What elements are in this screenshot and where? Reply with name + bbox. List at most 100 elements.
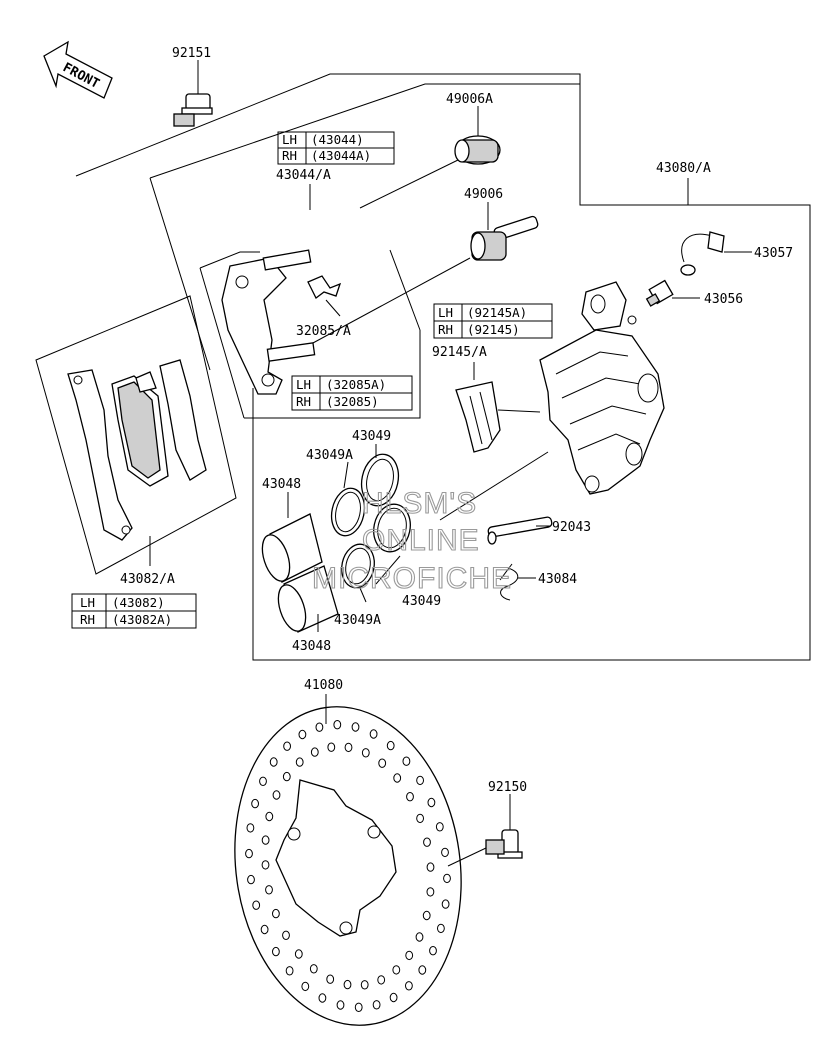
watermark-line2: ONLINE <box>362 524 480 557</box>
label-43049-bot: 43049 <box>402 594 441 609</box>
watermark-line3: MICROFICHE <box>312 562 512 595</box>
disc-vent-hole <box>252 900 261 910</box>
table-43044: LH (43044) RH (43044A) <box>277 131 395 165</box>
table-32085-rh-label: RH <box>296 394 311 409</box>
table-32085-rh-value: (32085) <box>326 394 379 409</box>
label-92145A: 92145/A <box>432 345 487 360</box>
disc-vent-hole <box>351 722 360 732</box>
disc-vent-hole <box>369 729 378 739</box>
disc-vent-hole <box>422 910 431 921</box>
table-43044-rh-value: (43044A) <box>311 148 371 163</box>
disc-vent-hole <box>426 887 435 897</box>
label-49006A: 49006A <box>446 92 493 107</box>
disc-vent-hole <box>377 975 386 985</box>
label-43048-top: 43048 <box>262 477 301 492</box>
disc-vent-hole <box>310 747 319 757</box>
clip-43084-icon <box>499 563 536 601</box>
table-92145-lh-value: (92145A) <box>467 305 527 320</box>
caliper-body-icon <box>539 281 665 495</box>
disc-vent-hole <box>265 885 273 895</box>
disc-vent-hole <box>282 930 290 940</box>
brake-disc-icon <box>234 706 462 1026</box>
disc-vent-hole <box>298 729 307 740</box>
label-43080A: 43080/A <box>656 161 711 176</box>
table-43082-rh-value: (43082A) <box>112 612 172 627</box>
table-43044-lh-value: (43044) <box>311 132 364 147</box>
disc-vent-hole <box>309 964 318 974</box>
disc-vent-hole <box>344 742 353 753</box>
label-43049-top: 43049 <box>352 429 391 444</box>
disc-vent-hole <box>283 741 292 751</box>
disc-vent-hole <box>435 822 444 832</box>
disc-vent-hole <box>259 776 267 786</box>
bolt-92150-icon <box>447 794 523 867</box>
disc-vent-hole <box>282 771 291 782</box>
assembly-outlines <box>35 73 811 661</box>
disc-vent-hole <box>360 980 369 990</box>
table-32085: LH (32085A) RH (32085) <box>291 375 413 411</box>
caliper-bracket-icon <box>221 249 316 395</box>
table-43082-lh-value: (43082) <box>112 595 165 610</box>
disc-vent-hole <box>285 966 294 976</box>
disc-vent-hole <box>301 981 310 992</box>
label-43044A: 43044/A <box>276 168 331 183</box>
table-43082-rh-label: RH <box>80 612 95 627</box>
table-92145: LH (92145A) RH (92145) <box>433 303 553 339</box>
disc-vent-hole <box>315 722 324 732</box>
fitting-43057-icon <box>680 231 752 276</box>
disc-vent-hole <box>416 813 425 824</box>
disc-vent-hole <box>418 965 427 975</box>
disc-vent-hole <box>261 860 270 870</box>
table-32085-lh-label: LH <box>296 377 311 392</box>
disc-vent-hole <box>426 862 435 872</box>
disc-vent-hole <box>441 847 449 858</box>
disc-vent-hole <box>402 756 411 766</box>
spring-32085-icon <box>307 275 342 317</box>
disc-vent-hole <box>392 965 401 975</box>
disc-vent-hole <box>361 748 370 758</box>
disc-vent-hole <box>260 924 269 935</box>
bleeder-43056-icon <box>645 279 700 307</box>
table-92145-rh-label: RH <box>438 322 453 337</box>
disc-vent-hole <box>437 923 445 934</box>
label-92043: 92043 <box>552 520 591 535</box>
table-43082-lh-label: LH <box>80 595 95 610</box>
disc-vent-hole <box>415 932 424 942</box>
label-92150: 92150 <box>488 780 527 795</box>
disc-vent-hole <box>245 848 253 859</box>
table-43044-rh-label: RH <box>282 148 297 163</box>
table-43082: LH (43082) RH (43082A) <box>71 593 197 629</box>
disc-vent-hole <box>343 979 352 990</box>
label-43056: 43056 <box>704 292 743 307</box>
label-41080: 41080 <box>304 678 343 693</box>
label-43049A-top: 43049A <box>306 448 353 463</box>
pin-49006-icon <box>299 202 539 351</box>
watermark-line1: HLSM'S <box>362 487 477 520</box>
label-43082A: 43082/A <box>120 572 175 587</box>
disc-vent-hole <box>378 758 387 768</box>
disc-vent-hole <box>336 1000 345 1010</box>
bolt-92151-icon <box>173 60 213 127</box>
piston-seals-icon <box>261 444 411 633</box>
disc-vent-hole <box>429 946 437 956</box>
disc-vent-hole <box>423 837 431 847</box>
label-49006: 49006 <box>464 187 503 202</box>
disc-vent-hole <box>393 773 402 783</box>
disc-vent-hole <box>246 823 255 833</box>
disc-vent-hole <box>272 790 281 800</box>
label-92151: 92151 <box>172 46 211 61</box>
table-32085-lh-value: (32085A) <box>326 377 386 392</box>
disc-vent-hole <box>318 993 327 1003</box>
disc-vent-hole <box>294 949 303 959</box>
disc-vent-hole <box>416 775 425 786</box>
disc-vent-hole <box>251 798 260 809</box>
disc-vent-hole <box>405 950 414 961</box>
disc-vent-hole <box>326 974 335 984</box>
disc-vent-hole <box>389 992 398 1003</box>
label-43049A-bot: 43049A <box>334 613 381 628</box>
label-32085A: 32085/A <box>296 324 351 339</box>
table-92145-lh-label: LH <box>438 305 453 320</box>
disc-vent-hole <box>405 981 413 991</box>
label-43057: 43057 <box>754 246 793 261</box>
